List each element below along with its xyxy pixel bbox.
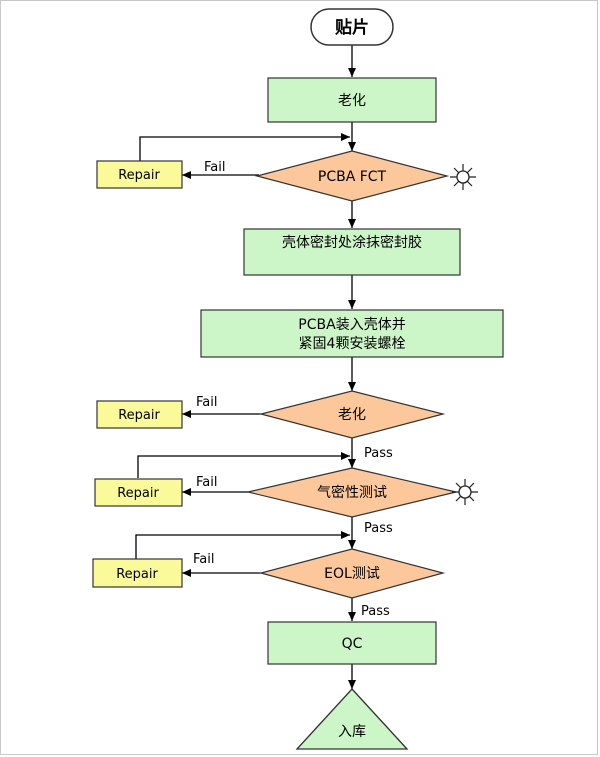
sun-icon [450, 164, 476, 190]
pass-label-aging: Pass [364, 446, 393, 461]
start-label: 贴片 [335, 17, 369, 38]
process-aging-1 [267, 77, 437, 123]
sun-icon [452, 479, 478, 505]
repair-box-eol-label: Repair [116, 567, 158, 582]
fail-label-fct: Fail [204, 160, 225, 175]
arrow-eol-repair-return [135, 531, 350, 559]
fail-label-airtight: Fail [196, 475, 217, 490]
arrow-airtight-repair-return [137, 452, 350, 478]
fail-label-eol: Fail [193, 552, 214, 567]
repair-box-aging [96, 400, 183, 429]
process-qc-label: QC [342, 636, 363, 652]
connectors [135, 45, 356, 689]
process-sealant-label: 壳体密封处涂抹密封胶 [282, 234, 422, 251]
repair-box-airtight-label: Repair [117, 486, 159, 501]
decision-eol-label: EOL测试 [324, 566, 380, 582]
repair-box-eol [92, 558, 183, 588]
repair-box-fct [96, 160, 183, 189]
terminal-storage [295, 688, 409, 750]
pass-label-eol: Pass [361, 604, 390, 619]
process-sealant [243, 228, 461, 276]
process-assemble-label-1: PCBA装入壳体并 [298, 316, 405, 333]
decision-eol [258, 548, 446, 599]
decision-aging-2-label: 老化 [338, 407, 366, 423]
fail-label-aging: Fail [196, 395, 217, 410]
decision-pcba-fct [254, 150, 450, 202]
process-assemble [200, 309, 504, 358]
process-qc [267, 621, 437, 665]
decision-aging-2 [258, 390, 446, 439]
pass-label-airtight: Pass [364, 521, 393, 536]
terminal-storage-label: 入库 [338, 724, 366, 740]
arrow-fct-repair-return [139, 133, 350, 161]
repair-box-aging-label: Repair [118, 408, 160, 423]
process-aging-1-label: 老化 [338, 93, 366, 109]
repair-box-fct-label: Repair [118, 168, 160, 183]
decision-airtight-label: 气密性测试 [317, 484, 387, 501]
decision-pcba-fct-label: PCBA FCT [318, 169, 387, 185]
process-assemble-label-2: 紧固4颗安装螺栓 [299, 336, 406, 352]
repair-box-airtight [94, 478, 183, 507]
decision-airtight [247, 467, 457, 518]
start-terminal [310, 8, 394, 46]
